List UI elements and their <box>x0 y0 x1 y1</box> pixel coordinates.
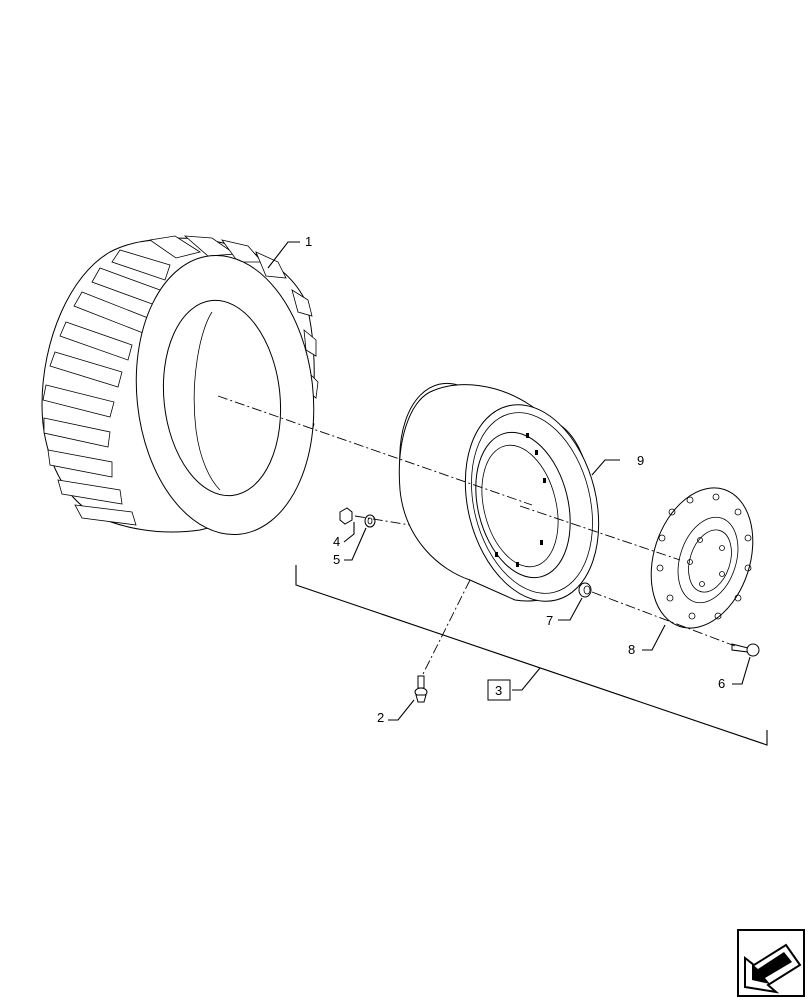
assembly-bracket <box>295 565 768 746</box>
valve[interactable] <box>414 675 428 703</box>
callout-1[interactable]: 1 <box>305 234 312 249</box>
back-arrow-icon[interactable] <box>737 929 805 997</box>
callout-6[interactable]: 6 <box>718 676 725 691</box>
nut[interactable] <box>339 507 353 525</box>
adapter-plate[interactable] <box>634 475 770 642</box>
spacer[interactable] <box>578 582 592 598</box>
washer[interactable] <box>364 514 376 528</box>
callout-3-box <box>487 679 511 701</box>
leader-lines <box>267 241 751 721</box>
bolt[interactable] <box>731 643 760 657</box>
tire[interactable] <box>41 235 327 543</box>
callout-9[interactable]: 9 <box>637 453 644 468</box>
rim[interactable] <box>383 372 618 615</box>
callout-7[interactable]: 7 <box>546 613 553 628</box>
callout-5[interactable]: 5 <box>333 552 340 567</box>
callout-8[interactable]: 8 <box>628 642 635 657</box>
callout-3[interactable]: 3 <box>495 683 502 698</box>
center-lines <box>217 395 736 677</box>
callout-4[interactable]: 4 <box>333 534 340 549</box>
callout-2[interactable]: 2 <box>377 710 384 725</box>
